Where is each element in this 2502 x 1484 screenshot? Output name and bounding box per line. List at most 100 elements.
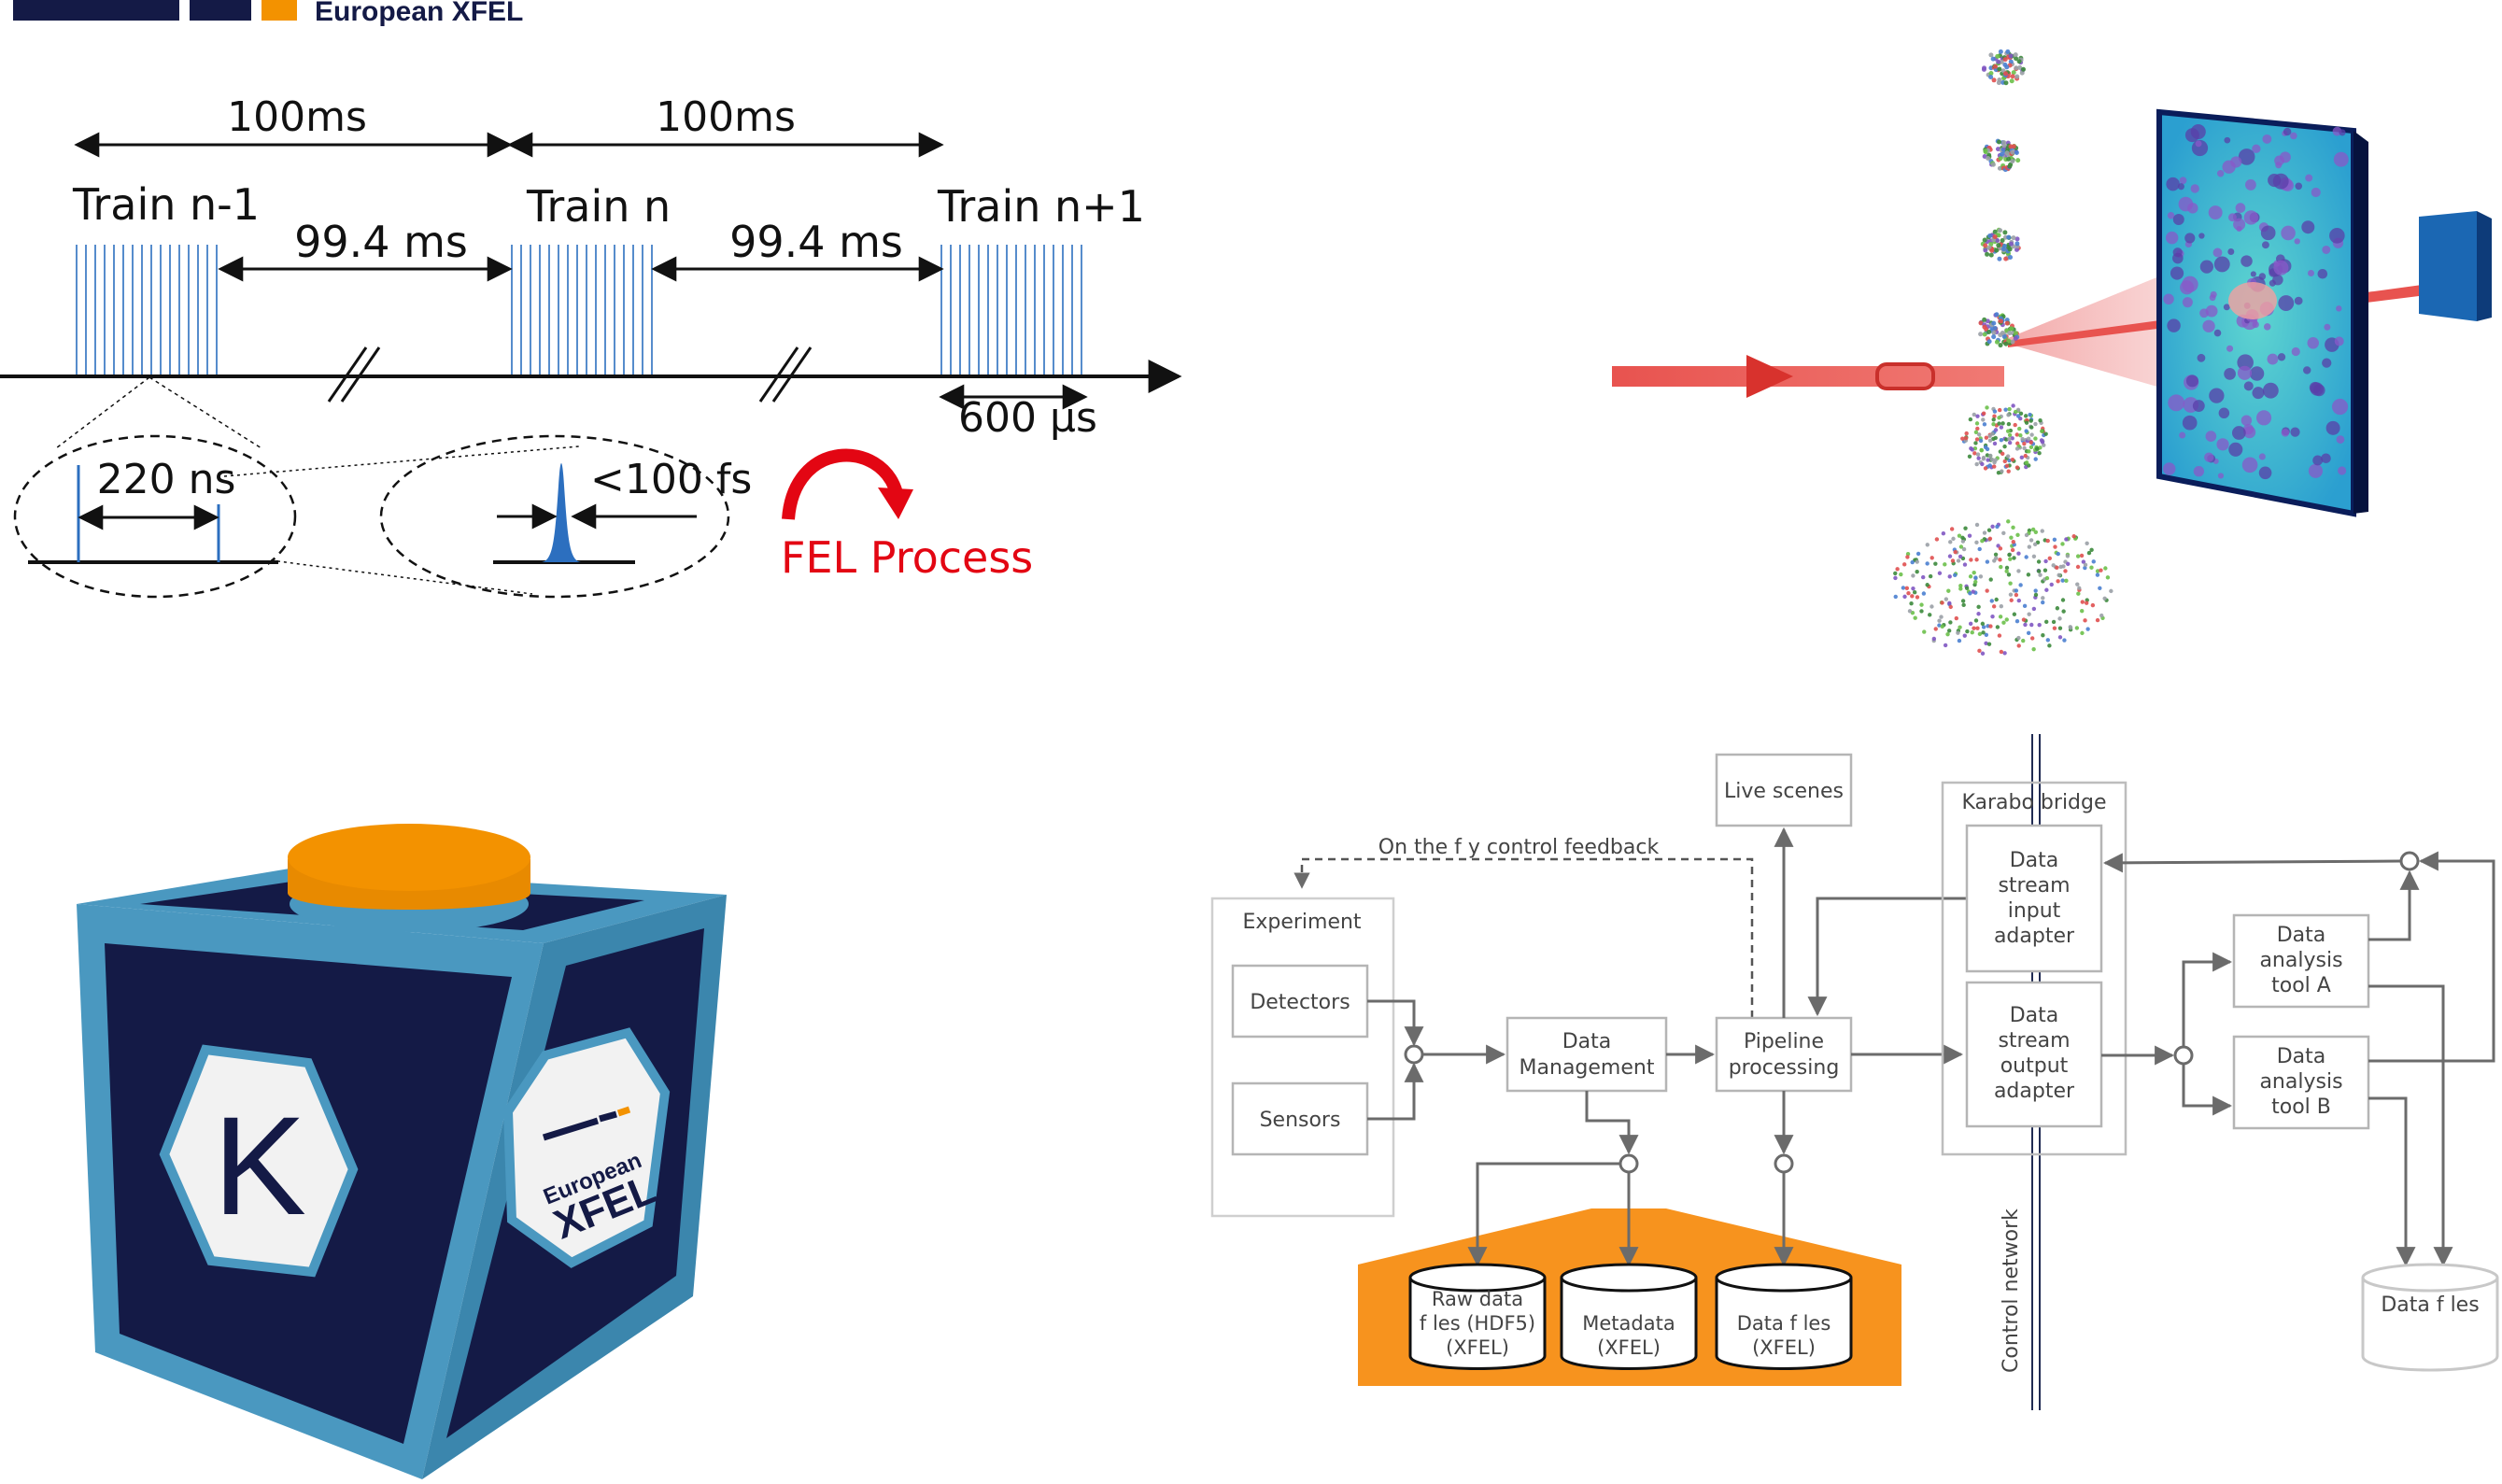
external-data-files-cylinder: Data f les xyxy=(2361,1263,2499,1372)
particle-atom xyxy=(2011,540,2015,544)
diffraction-spot xyxy=(2185,375,2198,388)
particle-atom xyxy=(1997,421,2001,426)
particle-atom xyxy=(2028,418,2033,423)
metadata-label-1: Metadata xyxy=(1582,1312,1675,1335)
particle-atom xyxy=(2014,65,2019,71)
particle-atom xyxy=(1979,448,1985,453)
particle-atom xyxy=(1982,237,1987,243)
particle-atom xyxy=(2053,544,2057,549)
particle-atom xyxy=(2010,159,2015,164)
diffraction-spot xyxy=(2202,319,2215,332)
particle-atom xyxy=(1996,470,2001,475)
diffraction-spot xyxy=(2277,353,2286,361)
particle-atom xyxy=(2102,596,2107,601)
axis-break-left xyxy=(327,346,381,403)
pulse-train-prev xyxy=(76,245,218,375)
particle-atom xyxy=(2022,441,2027,446)
particle-atom xyxy=(2006,413,2011,417)
particle-atom xyxy=(1980,621,1986,627)
particle-atom xyxy=(1990,162,1996,167)
diffraction-spot xyxy=(2273,260,2289,276)
particle-atom xyxy=(2010,457,2015,462)
particle-atom xyxy=(2018,583,2023,587)
gap-label-right: 99.4 ms xyxy=(729,217,903,267)
particle-atom xyxy=(2005,454,2011,459)
particle-atom xyxy=(2001,143,2007,148)
distribution-node xyxy=(2173,1045,2194,1066)
diffraction-spot xyxy=(2184,128,2199,143)
particle-atom xyxy=(2006,572,2012,577)
particle-atom xyxy=(1893,575,1898,581)
beam-stop xyxy=(2419,211,2477,321)
particle-atom xyxy=(1978,574,1984,579)
period-label-right: 100ms xyxy=(656,93,796,141)
diffraction-spot xyxy=(2311,187,2321,198)
diffraction-spot xyxy=(2325,420,2340,435)
particle-atom xyxy=(1996,80,2001,86)
diffraction-spot xyxy=(2262,134,2272,144)
particle-atom xyxy=(2001,333,2007,339)
particle-atom xyxy=(2003,80,2009,86)
particle-atom xyxy=(2109,588,2113,594)
particle-atom xyxy=(2033,530,2039,535)
particle-atom xyxy=(2004,565,2010,571)
diffraction-spot xyxy=(2317,268,2328,279)
particle-atom xyxy=(2052,537,2057,543)
particle-atom xyxy=(1963,435,1969,441)
particle-atom xyxy=(2095,572,2100,577)
metadata-cylinder: Metadata (XFEL) xyxy=(1560,1263,1698,1370)
particle-atom xyxy=(2008,53,2014,59)
particle-atom xyxy=(1948,604,1953,610)
particle-atom xyxy=(2024,420,2029,425)
feedback-line xyxy=(1293,857,1754,1018)
diffraction-spot xyxy=(2240,255,2253,267)
particle-atom xyxy=(1998,49,2003,54)
particle-atom xyxy=(2013,335,2018,341)
particle-atom xyxy=(2014,149,2019,155)
particle-atom xyxy=(2011,235,2016,241)
particle-atom xyxy=(1904,586,1910,590)
pulse-timing-diagram: 100ms 100ms Train n-1 Train n Train n+1 … xyxy=(0,93,1182,599)
particle-atom xyxy=(2044,587,2049,592)
particle-atom xyxy=(1968,574,1973,579)
particle-atom xyxy=(1986,155,1991,161)
diffraction-spot xyxy=(2307,337,2319,349)
particle-atom xyxy=(2027,612,2031,616)
particle-atom xyxy=(2002,230,2008,235)
diffraction-spot xyxy=(2209,388,2225,403)
particle-atom xyxy=(2016,569,2021,573)
particle-atom xyxy=(1983,247,1988,253)
train-label-prev: Train n-1 xyxy=(72,179,260,230)
particle-atom xyxy=(1977,546,1982,552)
particle-atom xyxy=(1921,574,1926,580)
particle-atom xyxy=(1930,604,1934,609)
particle-atom xyxy=(1996,139,2001,145)
diffraction-spot xyxy=(2233,218,2246,231)
particle-atom xyxy=(2010,547,2015,553)
particle-atom xyxy=(1930,556,1934,560)
data-flow-diagram: Control network On the f y control feedb… xyxy=(1210,734,2499,1410)
particle-atom xyxy=(1937,618,1942,623)
particle-atom xyxy=(1999,59,2004,64)
particle-atom xyxy=(2002,57,2008,63)
pipeline-label-2: processing xyxy=(1729,1056,1840,1080)
particle-atom xyxy=(2013,52,2018,58)
diffraction-spot xyxy=(2336,435,2345,444)
particle-atom xyxy=(1995,237,2000,243)
pulse-duration-label: <100 fs xyxy=(590,456,752,503)
particle-atom xyxy=(2031,606,2037,612)
particle-atom xyxy=(2006,519,2011,524)
particle-atom xyxy=(1986,642,1992,646)
particle-atom xyxy=(1992,409,1998,414)
diffraction-spot xyxy=(2322,245,2331,254)
particle-atom xyxy=(1969,558,1973,562)
particle-atom xyxy=(1925,543,1930,547)
particle-atom xyxy=(1999,603,2004,609)
particle-atom xyxy=(1988,52,1994,58)
particle-atom xyxy=(2060,578,2065,583)
particle-atom xyxy=(1998,343,2003,348)
particle-atom xyxy=(2010,149,2015,155)
particle-atom xyxy=(2014,446,2020,451)
particle-atom xyxy=(2041,633,2045,638)
particle-atom xyxy=(1915,551,1921,557)
